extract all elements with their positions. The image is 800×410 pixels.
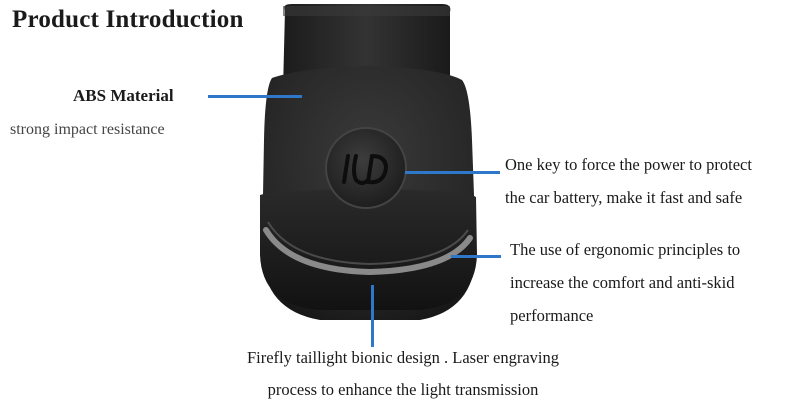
ergonomic-line-3: performance bbox=[510, 306, 594, 325]
ergonomic-line-1: The use of ergonomic principles to bbox=[510, 240, 741, 259]
abs-material-description: strong impact resistance bbox=[10, 121, 165, 138]
power-key-line-2: the car battery, make it fast and safe bbox=[505, 188, 743, 207]
light-leader-line bbox=[371, 285, 374, 347]
ergonomic-line-2: increase the comfort and anti-skid bbox=[510, 273, 735, 292]
abs-material-title: ABS Material bbox=[73, 86, 174, 105]
ergo-leader-line bbox=[451, 255, 501, 258]
page-title: Product Introduction bbox=[12, 6, 244, 33]
taillight-line-1: Firefly taillight bionic design . Laser … bbox=[246, 348, 560, 367]
ergonomic-callout: The use of ergonomic principles to incre… bbox=[510, 233, 740, 332]
power-key-line-1: One key to force the power to protect bbox=[505, 155, 752, 174]
power-key-callout: One key to force the power to protect th… bbox=[505, 148, 752, 214]
taillight-callout: Firefly taillight bionic design . Laser … bbox=[213, 342, 593, 406]
power-leader-line bbox=[405, 171, 500, 174]
abs-leader-line bbox=[208, 95, 302, 98]
taillight-line-2: process to enhance the light transmissio… bbox=[267, 380, 539, 399]
logo-button-icon bbox=[342, 154, 389, 185]
